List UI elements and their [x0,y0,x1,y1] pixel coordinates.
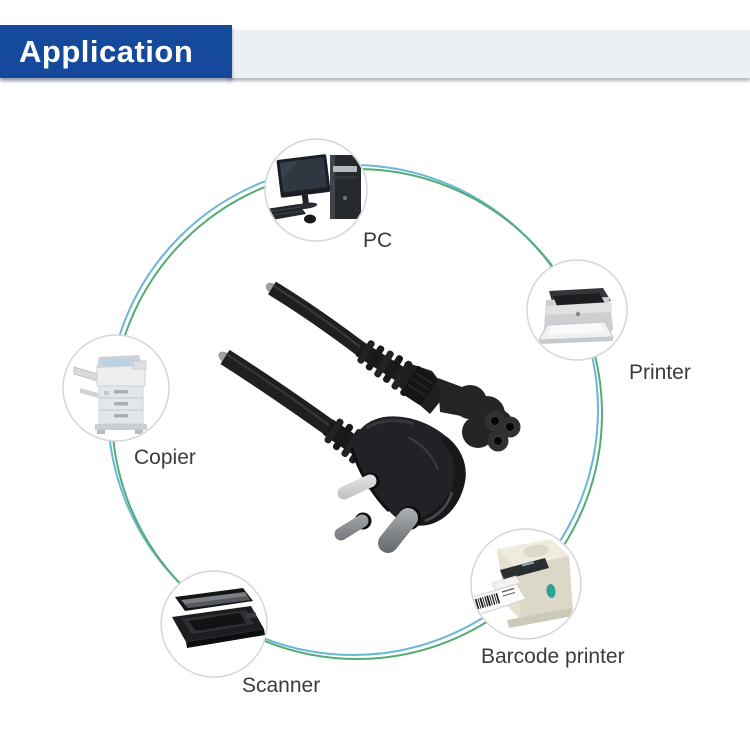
label-pc: PC [363,229,393,252]
label-barcode-printer: Barcode printer [481,645,625,668]
banner-tray [228,30,750,78]
c5-pin-hole [493,436,503,446]
printer-icon [538,288,614,344]
application-banner: Application [0,25,232,78]
plug-pin [334,514,369,541]
copier-icon [73,355,147,434]
c5-pin-hole [505,422,515,432]
pc-icon [266,154,361,224]
banner-title: Application [19,33,194,69]
barcode-label [472,592,501,611]
label-scanner: Scanner [242,674,321,697]
power-cord-image [218,281,521,553]
barcode-printer-icon [472,539,573,628]
type-m-plug [334,416,466,553]
c5-connector [398,362,521,452]
scanner-icon [172,588,265,648]
c5-pin-hole [490,416,500,426]
label-copier: Copier [134,446,196,469]
plug-pin [337,474,377,500]
plug-earth-pin [378,508,418,553]
label-printer: Printer [629,361,691,384]
